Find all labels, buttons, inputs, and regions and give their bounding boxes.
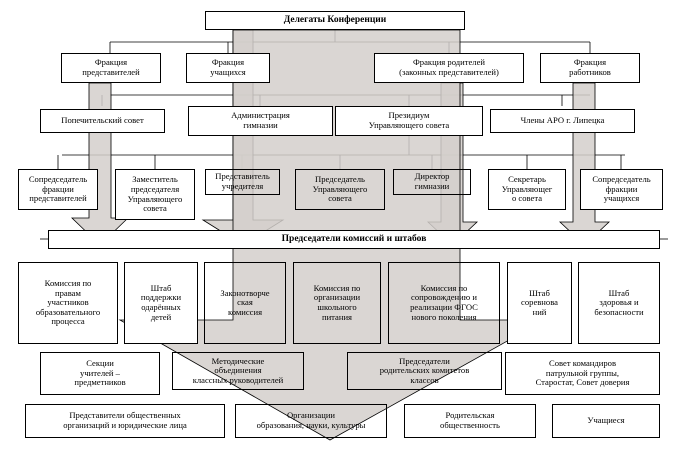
staff-health-box: Штаб здоровья и безопасности — [578, 262, 660, 344]
cochair-representatives-box: Сопредседатель фракции представителей — [18, 169, 98, 210]
deputy-chair-box: Заместитель председателя Управляющего со… — [115, 169, 195, 220]
education-organizations-box: Организации образования, науки, культуры — [235, 404, 387, 438]
staff-sports-box: Штаб соревнова ний — [507, 262, 572, 344]
pupils-box: Учащиеся — [552, 404, 660, 438]
faction-parents-box: Фракция родителей (законных представител… — [374, 53, 524, 83]
commission-chairs-bar: Председатели комиссий и штабов — [48, 230, 660, 249]
commission-lawmaking-box: Законотворче ская комиссия — [204, 262, 286, 344]
conference-delegates-box: Делегаты Конференции — [205, 11, 465, 30]
gymnasium-administration-box: Администрация гимназии — [188, 106, 333, 136]
trustees-council-box: Попечительский совет — [40, 109, 165, 133]
commission-rights-box: Комиссия по правам участников образовате… — [18, 262, 118, 344]
methodical-associations-box: Методические объединения классных руково… — [172, 352, 304, 390]
big-arrow-workers — [558, 82, 611, 246]
commission-catering-box: Комиссия по организации школьного питани… — [293, 262, 381, 344]
public-organizations-box: Представители общественных организаций и… — [25, 404, 225, 438]
secretary-box: Секретарь Управляющег о совета — [488, 169, 566, 210]
faction-representatives-box: Фракция представителей — [61, 53, 161, 83]
big-arrow-representatives — [71, 82, 129, 246]
council-chair-box: Председатель Управляющего совета — [295, 169, 385, 210]
parent-committee-chairs-box: Председатели родительских комитетов клас… — [347, 352, 502, 390]
staff-gifted-box: Штаб поддержки одарённых детей — [124, 262, 198, 344]
faction-workers-box: Фракция работников — [540, 53, 640, 83]
commanders-council-box: Совет командиров патрульной группы, Стар… — [505, 352, 660, 395]
cochair-students-box: Сопредседатель фракции учащихся — [580, 169, 663, 210]
aro-members-box: Члены АРО г. Липецка — [490, 109, 635, 133]
teacher-sections-box: Секции учителей – предметников — [40, 352, 160, 395]
presidium-box: Президиум Управляющего совета — [335, 106, 483, 136]
faction-students-box: Фракция учащихся — [186, 53, 270, 83]
founder-representative-box: Представитель учредителя — [205, 169, 280, 195]
director-box: Директор гимназии — [393, 169, 471, 195]
parent-public-box: Родительская общественность — [404, 404, 536, 438]
commission-fgos-box: Комиссия по сопровождению и реализации Ф… — [388, 262, 500, 344]
